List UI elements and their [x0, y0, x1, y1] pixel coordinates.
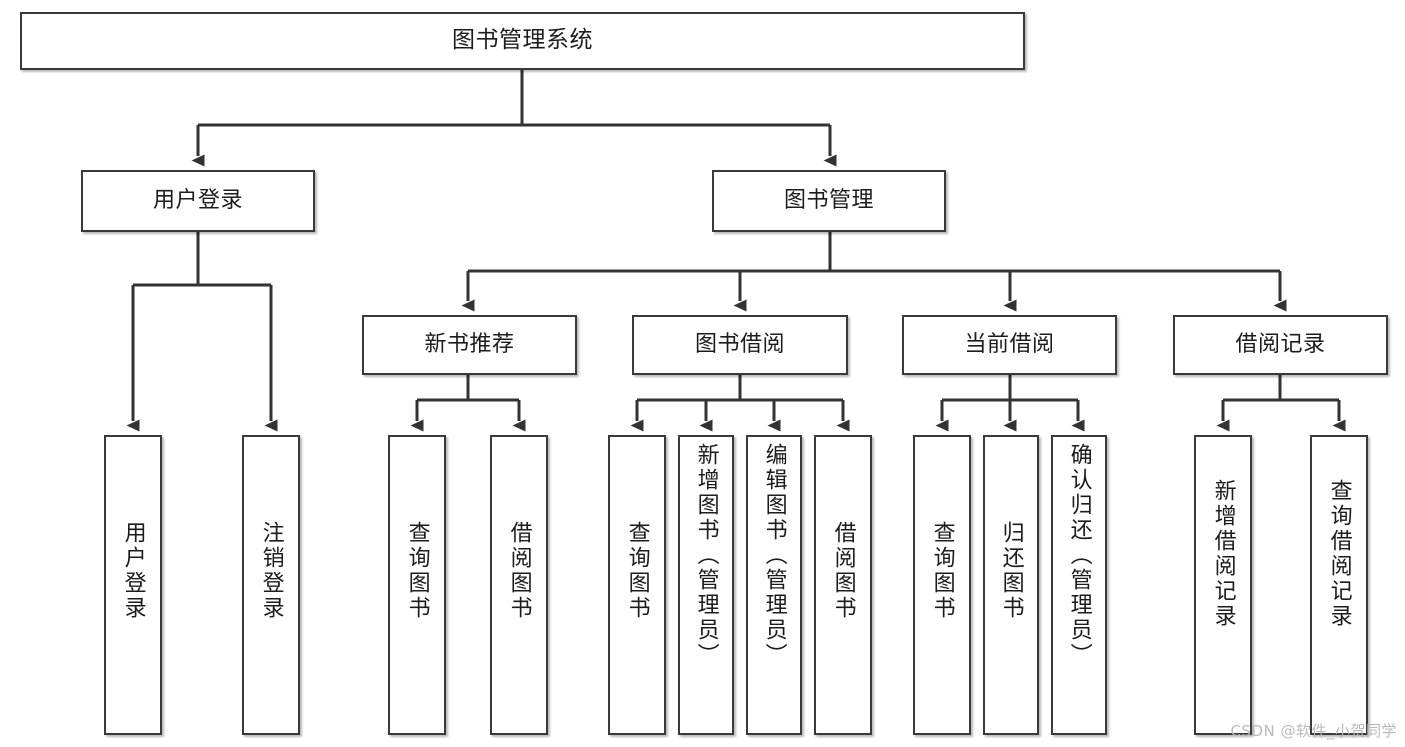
leaf-borrow-book[interactable]: 借阅图书 [814, 435, 872, 735]
leaf-confirm-return[interactable]: 确认归还（管理员） [1051, 435, 1107, 735]
leaf-user-login[interactable]: 用户登录 [104, 435, 162, 735]
node-label: 编辑图书（管理员） [761, 443, 787, 668]
node-label: 查询借阅记录 [1326, 479, 1352, 629]
leaf-query-book-current[interactable]: 查询图书 [913, 435, 971, 735]
node-label: 借阅记录 [1235, 331, 1326, 357]
node-label: 借阅图书 [506, 521, 532, 621]
leaf-return-book[interactable]: 归还图书 [983, 435, 1039, 735]
node-label: 用户登录 [120, 521, 146, 621]
leaf-add-book[interactable]: 新增图书（管理员） [678, 435, 734, 735]
node-user-login[interactable]: 用户登录 [81, 170, 315, 232]
leaf-query-book-borrow[interactable]: 查询图书 [608, 435, 666, 735]
node-label: 图书借阅 [694, 331, 785, 357]
leaf-user-logout[interactable]: 注销登录 [242, 435, 300, 735]
node-label: 当前借阅 [964, 331, 1055, 357]
leaf-edit-book[interactable]: 编辑图书（管理员） [746, 435, 802, 735]
node-root-system[interactable]: 图书管理系统 [20, 12, 1025, 70]
leaf-borrow-book-recommend[interactable]: 借阅图书 [490, 435, 548, 735]
node-label: 用户登录 [152, 187, 243, 213]
leaf-add-borrow-record[interactable]: 新增借阅记录 [1194, 435, 1252, 735]
node-label: 借阅图书 [830, 521, 856, 621]
leaf-query-borrow-record[interactable]: 查询借阅记录 [1310, 435, 1368, 735]
node-borrow-record[interactable]: 借阅记录 [1173, 315, 1388, 375]
node-label: 查询图书 [929, 521, 955, 621]
node-book-borrow[interactable]: 图书借阅 [632, 315, 848, 375]
node-label: 查询图书 [624, 521, 650, 621]
node-label: 新增图书（管理员） [693, 443, 719, 668]
node-label: 确认归还（管理员） [1066, 443, 1092, 668]
node-book-manage[interactable]: 图书管理 [712, 170, 946, 232]
node-new-book-recommend[interactable]: 新书推荐 [362, 315, 577, 375]
node-label: 查询图书 [404, 521, 430, 621]
node-label: 新书推荐 [424, 331, 515, 357]
node-label: 图书管理系统 [452, 27, 593, 54]
node-label: 图书管理 [783, 187, 874, 213]
node-label: 归还图书 [998, 521, 1024, 621]
node-label: 注销登录 [258, 521, 284, 621]
node-label: 新增借阅记录 [1210, 479, 1236, 629]
node-current-borrow[interactable]: 当前借阅 [902, 315, 1117, 375]
leaf-query-book-recommend[interactable]: 查询图书 [388, 435, 446, 735]
